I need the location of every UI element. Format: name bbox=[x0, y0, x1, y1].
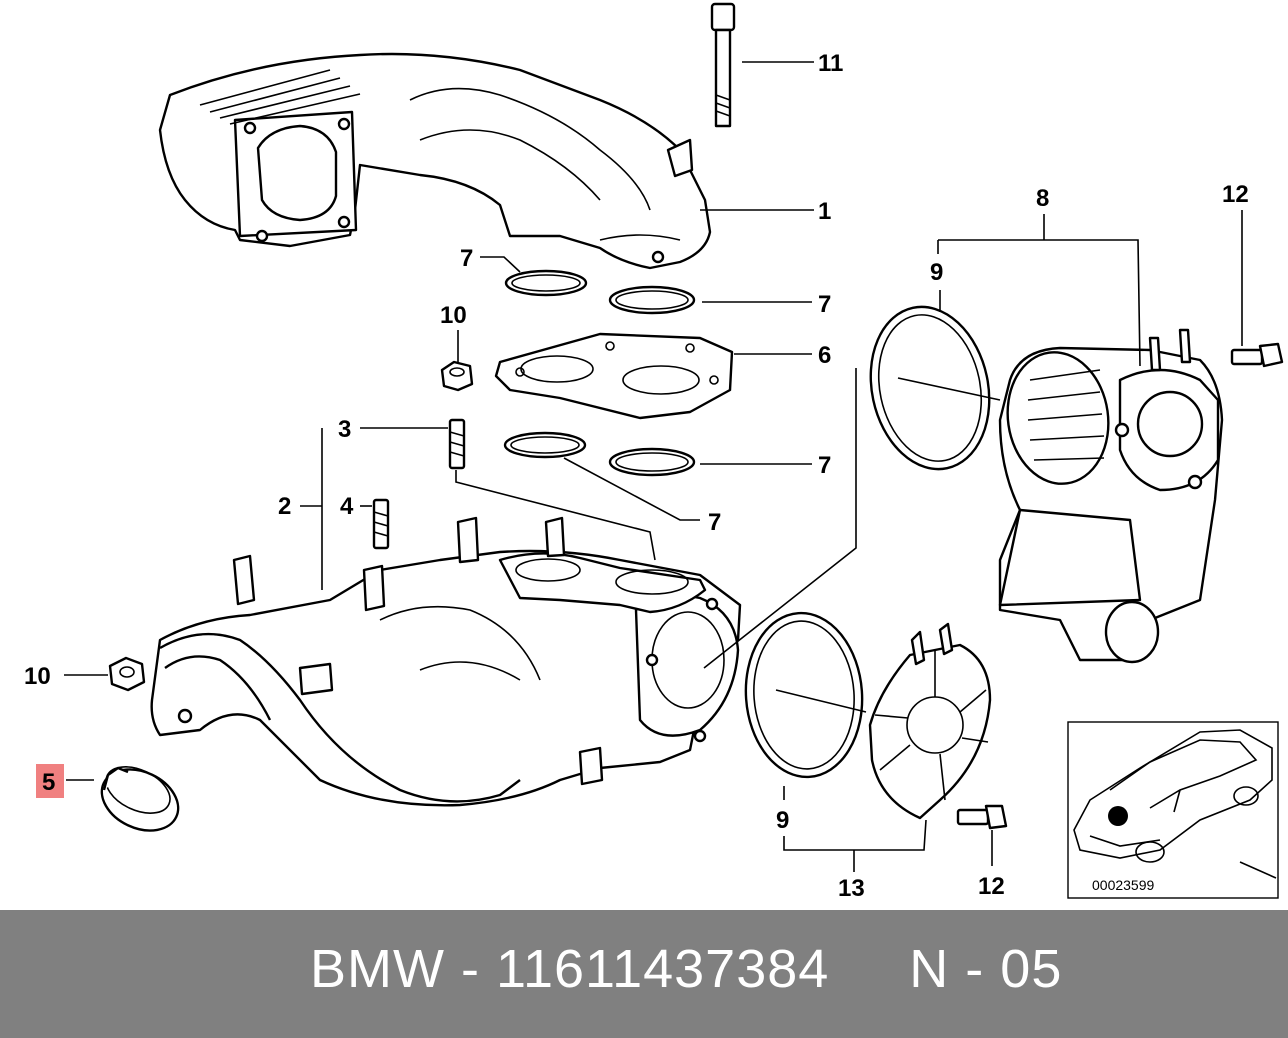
callout-9-lower: 9 bbox=[776, 807, 789, 834]
callout-2: 2 bbox=[278, 493, 291, 520]
part-1-upper-intake-plenum bbox=[158, 52, 712, 270]
exploded-parts-diagram: 11 1 7 7 6 7 7 10 3 2 4 10 5 8 9 12 9 13… bbox=[24, 2, 1284, 902]
callout-13: 13 bbox=[838, 875, 865, 902]
callout-10-upper: 10 bbox=[440, 302, 467, 329]
callout-7-b: 7 bbox=[818, 291, 831, 318]
vehicle-location-inset: 00023599 bbox=[1067, 721, 1279, 899]
part-number-caption: BMW - 11611437384 N - 05 bbox=[310, 939, 1063, 999]
part-10-nut-left bbox=[108, 656, 146, 692]
callout-1: 1 bbox=[818, 198, 831, 225]
diagram-number: 00023599 bbox=[1092, 877, 1155, 893]
part-4-stud bbox=[372, 498, 390, 550]
part-2-lower-intake-manifold bbox=[150, 516, 742, 807]
callout-12-lower: 12 bbox=[978, 873, 1005, 900]
part-3-stud bbox=[448, 418, 466, 470]
callout-5-highlight bbox=[36, 764, 64, 798]
part-7-seal-ring-lower-right bbox=[608, 447, 696, 477]
part-8-throttle-body bbox=[998, 328, 1224, 664]
footer-bar: BMW - 11611437384 N - 05 bbox=[0, 910, 1288, 1038]
location-marker bbox=[1108, 806, 1128, 826]
part-7-seal-ring-upper-right bbox=[608, 285, 696, 315]
part-12-bolt-upper bbox=[1230, 342, 1284, 368]
part-7-seal-ring-upper-left bbox=[504, 269, 588, 297]
callout-4: 4 bbox=[340, 493, 354, 520]
part-9-gasket-lower bbox=[744, 611, 864, 779]
leader-lines bbox=[64, 61, 1243, 872]
callout-6: 6 bbox=[818, 342, 831, 369]
part-13-shield-plate bbox=[868, 622, 992, 820]
callout-5: 5 bbox=[42, 769, 55, 796]
callout-11: 11 bbox=[818, 50, 843, 77]
callout-7-c: 7 bbox=[818, 452, 831, 479]
callout-7-a: 7 bbox=[460, 245, 473, 272]
callout-3: 3 bbox=[338, 416, 351, 443]
part-11-bolt bbox=[710, 2, 736, 128]
part-10-nut-upper bbox=[440, 360, 474, 392]
part-5-sealing-ring bbox=[100, 766, 180, 832]
callout-9-upper: 9 bbox=[930, 259, 943, 286]
callout-12-upper: 12 bbox=[1222, 181, 1249, 208]
part-9-gasket-upper bbox=[869, 305, 991, 471]
callout-8: 8 bbox=[1036, 185, 1049, 212]
part-7-seal-ring-lower-left bbox=[503, 431, 587, 459]
callout-7-d: 7 bbox=[708, 509, 721, 536]
part-6-adapter-flange bbox=[494, 332, 734, 420]
part-12-bolt-lower bbox=[956, 804, 1008, 830]
callout-10-left: 10 bbox=[24, 663, 51, 690]
car-outline-icon bbox=[1073, 729, 1277, 879]
callout-labels: 11 1 7 7 6 7 7 10 3 2 4 10 5 8 9 12 9 13… bbox=[24, 50, 1249, 902]
